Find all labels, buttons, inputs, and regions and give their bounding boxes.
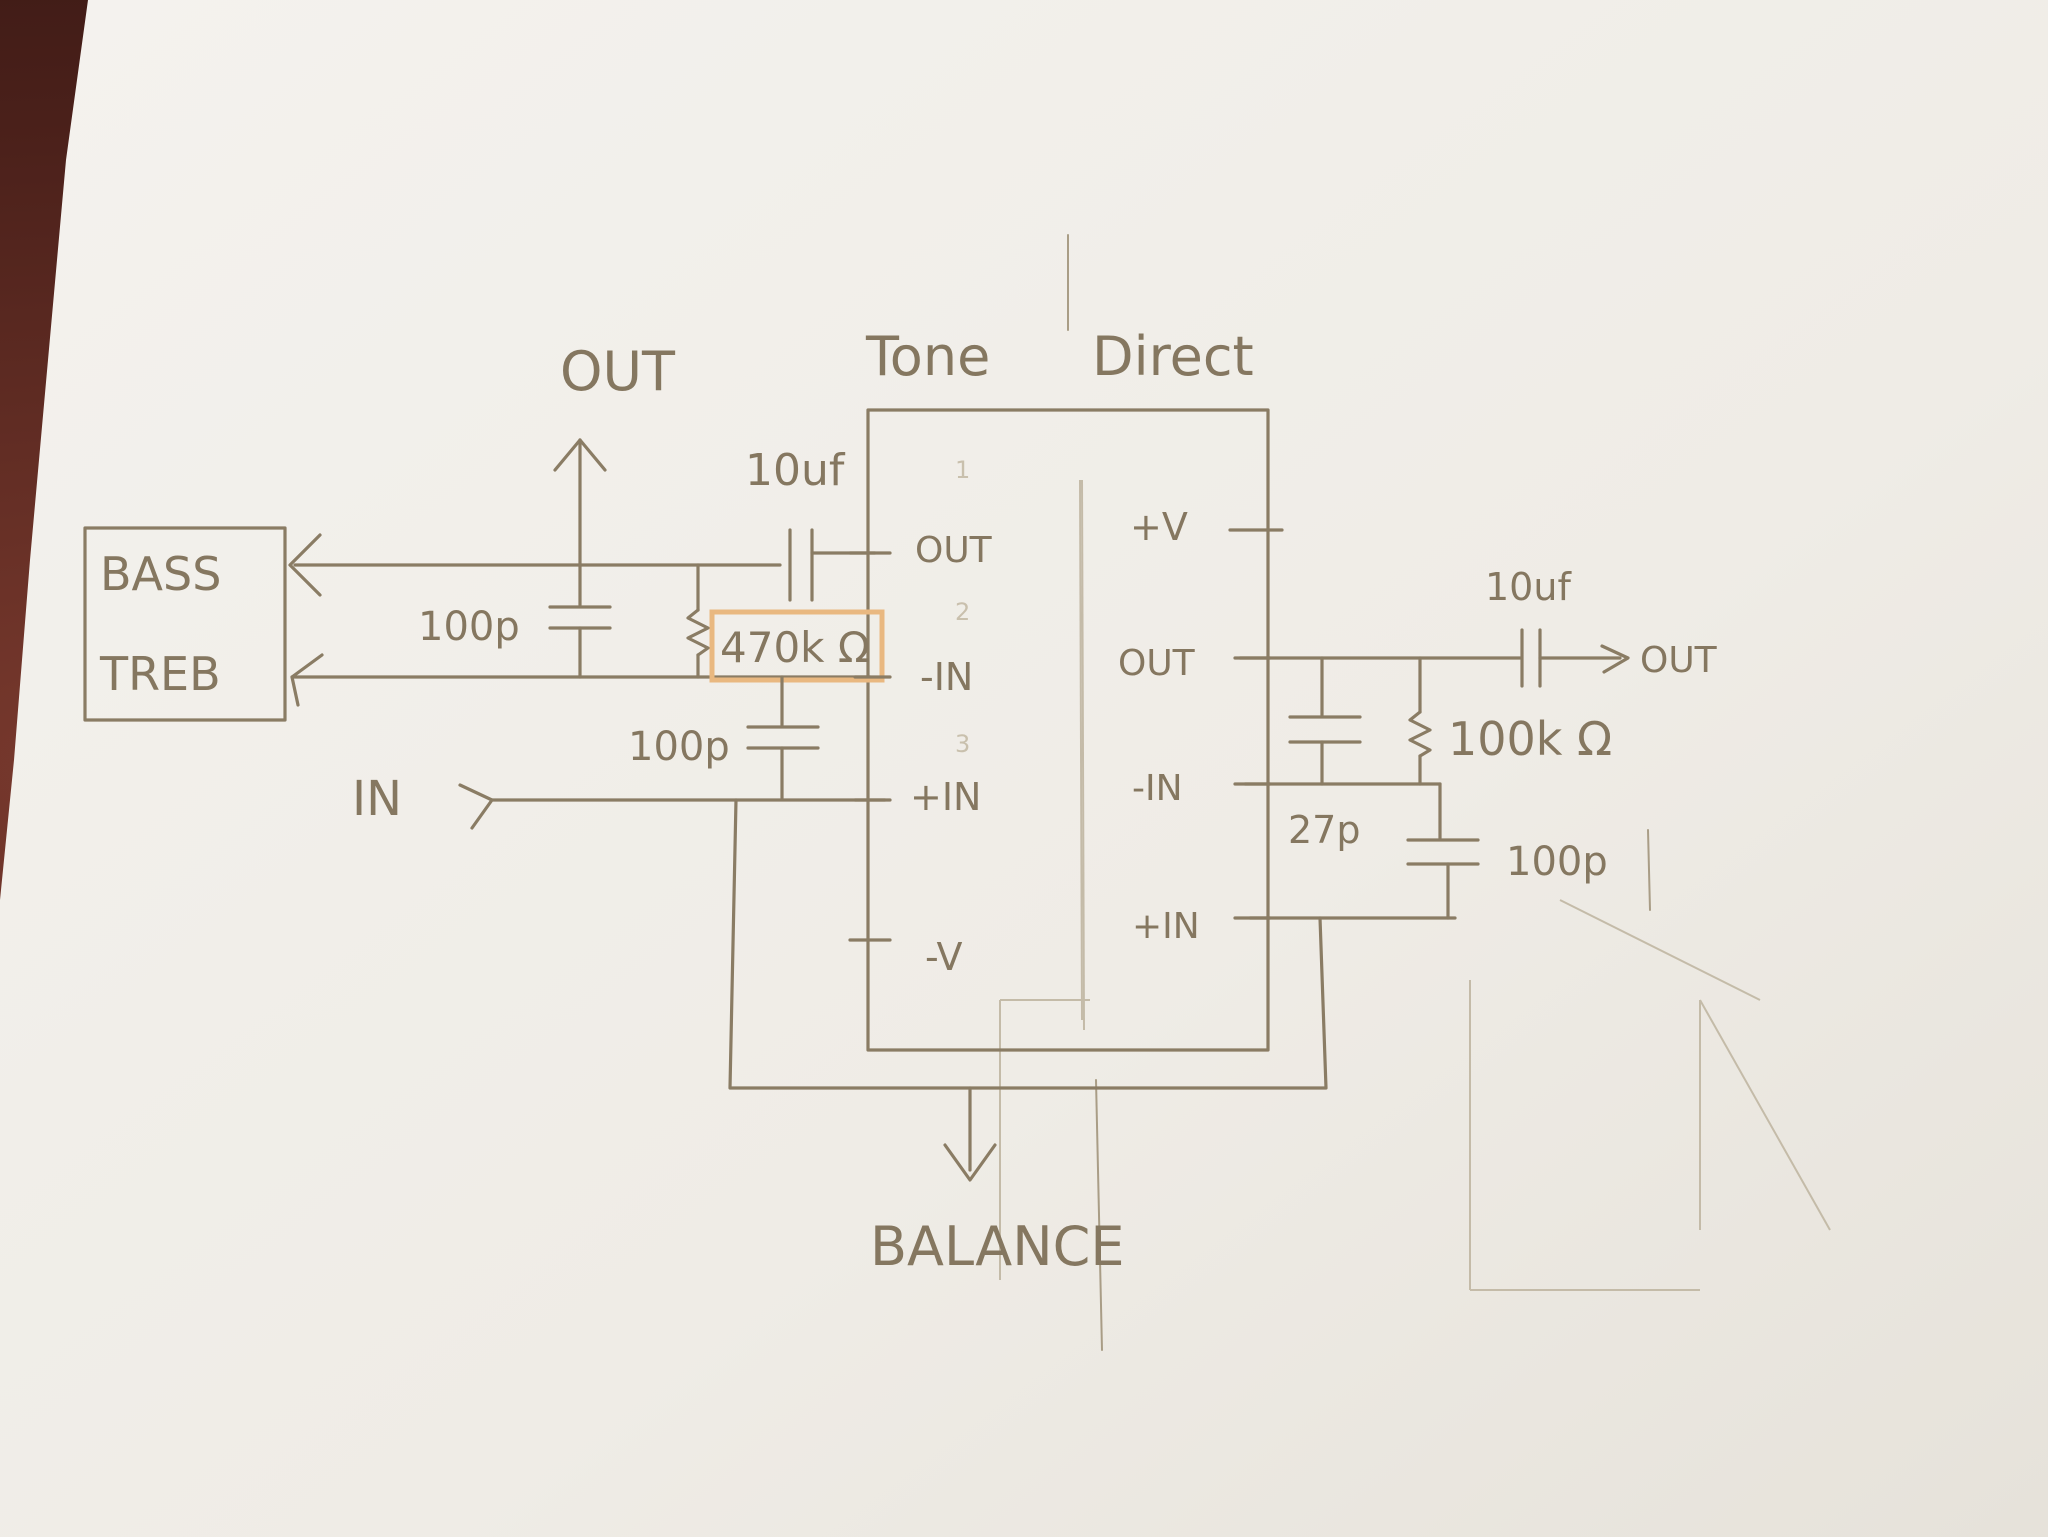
treb-label: TREB: [99, 647, 221, 701]
pin-minus-in-right-label: -IN: [1132, 768, 1183, 809]
pin-plus-in-left-label: +IN: [910, 775, 981, 819]
tone-label: Tone: [865, 325, 990, 388]
pin-minus-v-label: -V: [925, 935, 962, 979]
center-divider-line-lower: [1095, 1079, 1103, 1351]
pin-minus-in-left-label: -IN: [920, 655, 973, 699]
pin-number-3: 3: [955, 730, 970, 758]
res-470k-highlight: [709, 609, 885, 683]
pin-number-2: 2: [955, 598, 970, 626]
cap-100p-mid-label: 100p: [628, 724, 730, 770]
cap-100p-left-label: 100p: [418, 604, 520, 650]
bass-treb-box: [83, 526, 287, 722]
cap-10uf-left-label: 10uf: [745, 445, 846, 496]
balance-arrowhead: [943, 1143, 997, 1182]
cap-100p-right-bracket: [1647, 829, 1651, 911]
cap-100p-right-label: 100p: [1506, 839, 1608, 885]
bass-arrowhead: [288, 533, 322, 597]
res-470k-label: 470k Ω: [720, 623, 870, 672]
out-top-label: OUT: [560, 340, 676, 403]
in-label: IN: [352, 771, 402, 827]
ic-inner-divider: [1081, 479, 1085, 1031]
in-arrowhead: [458, 783, 494, 830]
direct-label: Direct: [1092, 325, 1254, 388]
center-divider-inner: [1079, 479, 1083, 1021]
pin-plus-in-right-label: +IN: [1132, 906, 1200, 947]
pin-out-left-label: OUT: [915, 530, 993, 571]
out-top-arrowhead: [553, 438, 607, 472]
cap-27p-label: 27p: [1288, 808, 1360, 852]
pin-number-1: 1: [955, 456, 970, 484]
ic-package: [866, 408, 1270, 1052]
balance-label: BALANCE: [870, 1215, 1124, 1278]
out-right-arrowhead: [1600, 644, 1630, 674]
show-through-marks: [999, 899, 1831, 1291]
bass-label: BASS: [100, 547, 221, 601]
cap-10uf-right-label: 10uf: [1485, 565, 1572, 609]
res-470k-zigzag: [686, 608, 710, 657]
pin-plus-v-label: +V: [1130, 505, 1188, 549]
balance-loop-wire: [728, 798, 1328, 1090]
res-100k-zigzag: [1408, 710, 1432, 758]
treb-arrowhead: [290, 653, 324, 707]
out-right-label: OUT: [1640, 640, 1718, 681]
res-100k-label: 100k Ω: [1448, 712, 1612, 766]
pin-out-right-label: OUT: [1118, 643, 1196, 684]
